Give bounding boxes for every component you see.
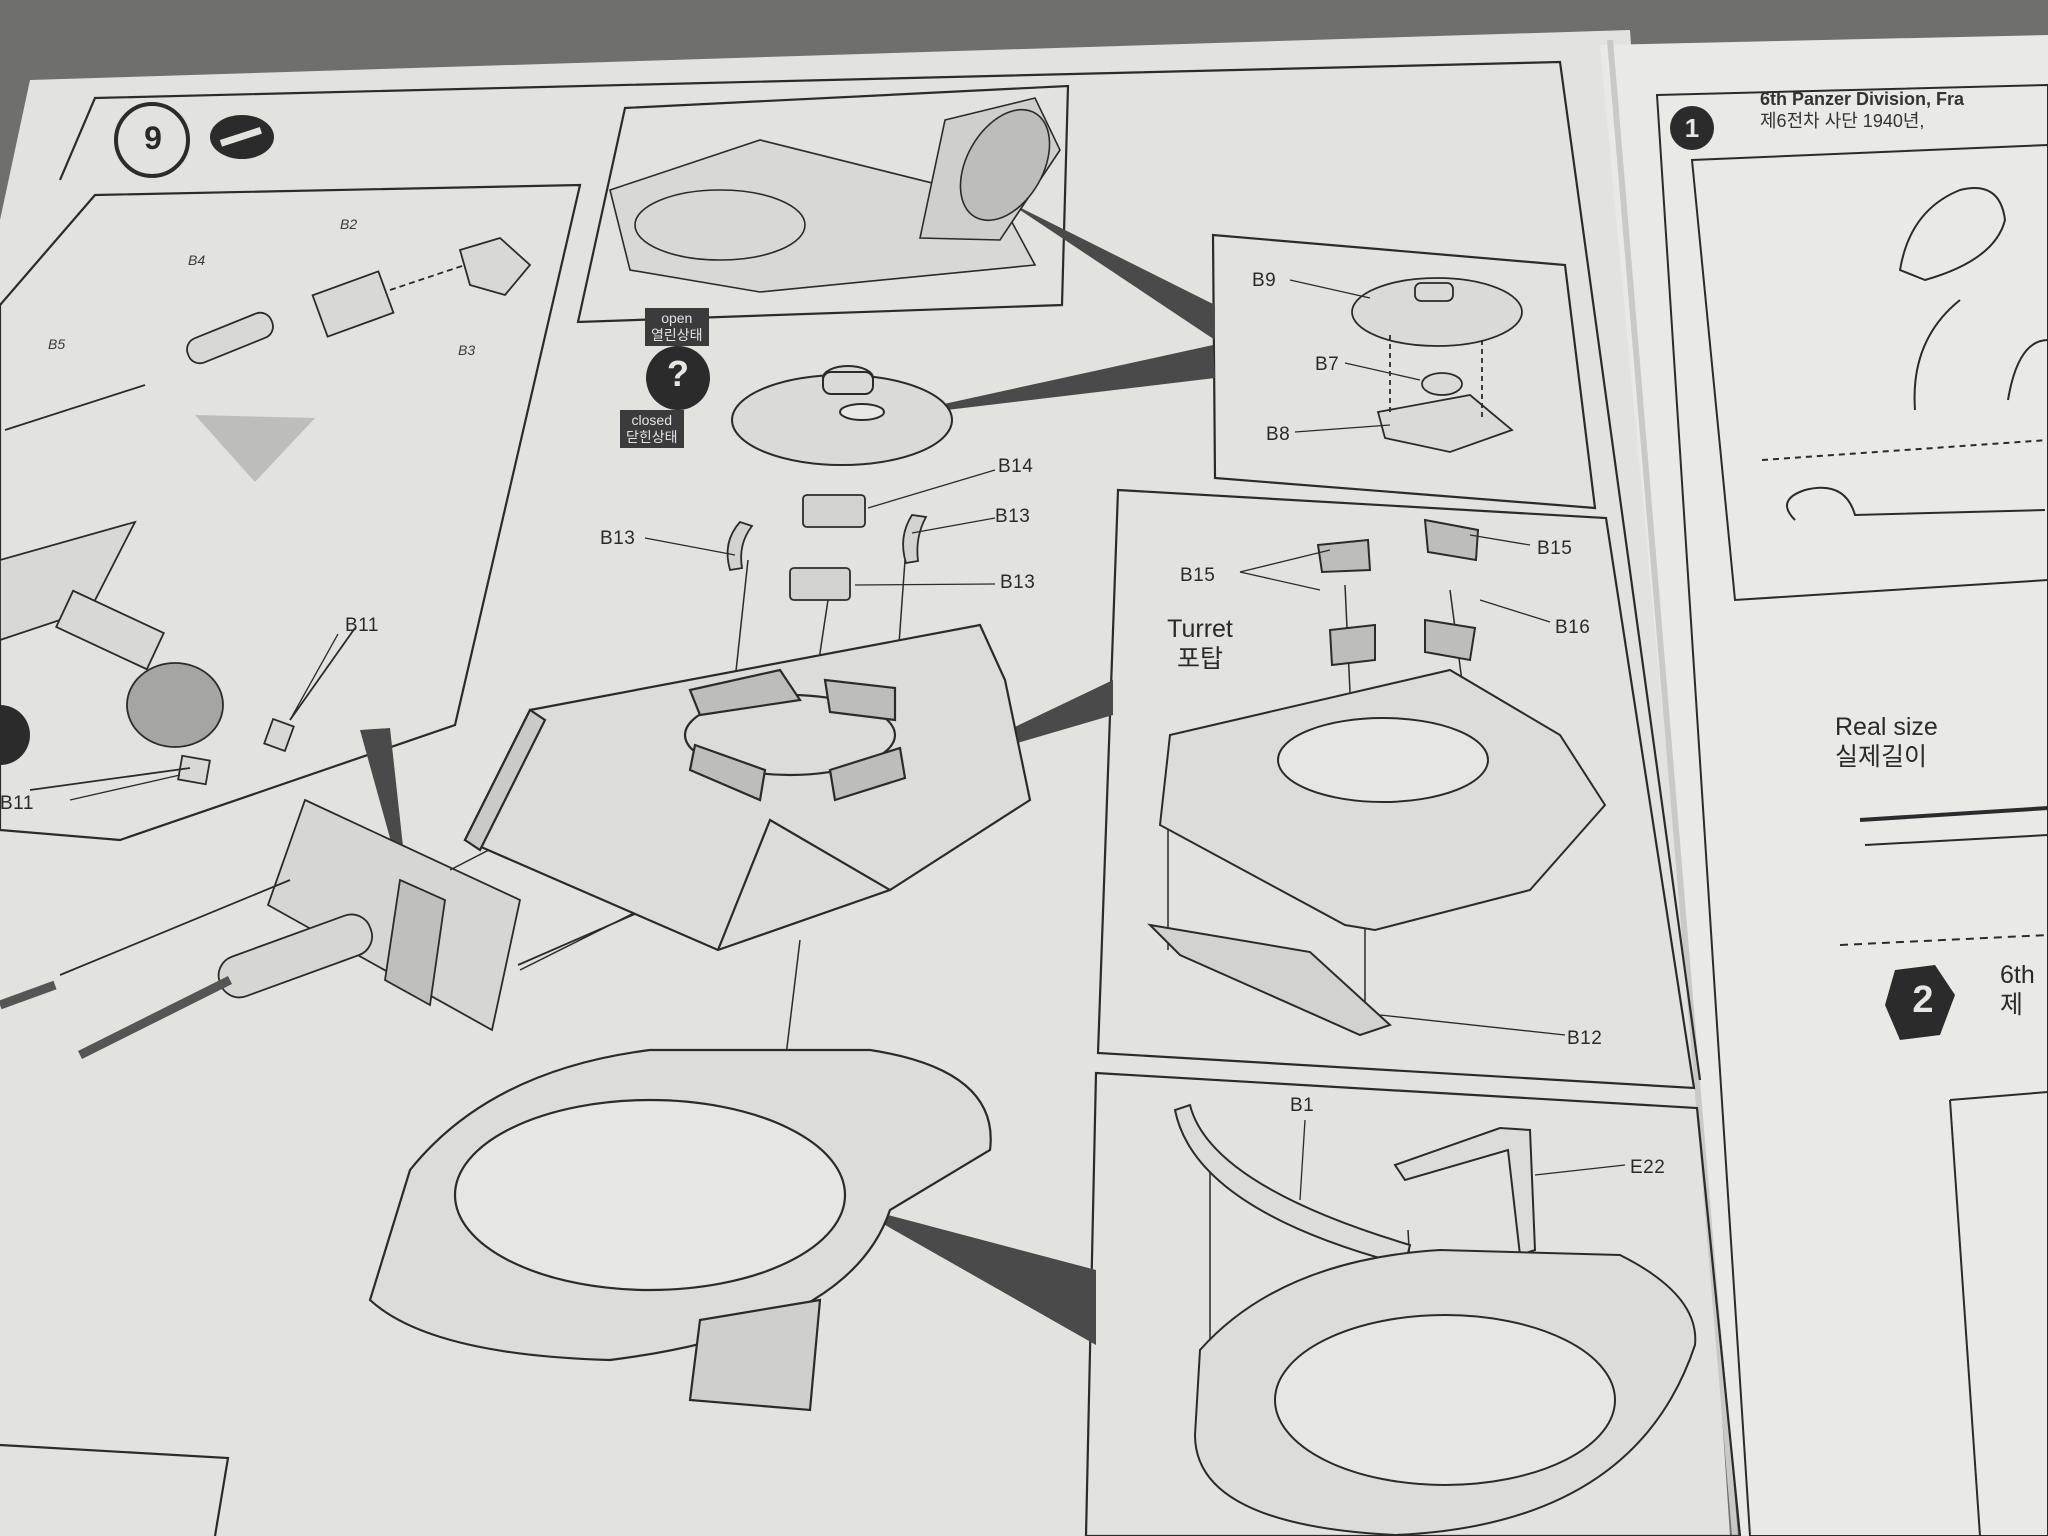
- label-b4: B4: [188, 252, 206, 268]
- hatch-open-ko: 열린상태: [651, 327, 703, 343]
- label-b13-left: B13: [600, 528, 636, 549]
- label-b1: B1: [1290, 1095, 1315, 1116]
- label-e22: E22: [1630, 1157, 1666, 1178]
- scheme1-badge: [1670, 106, 1714, 150]
- hatch-closed-en: closed: [631, 412, 672, 428]
- hatch-open-tag: open 열린상태: [645, 308, 709, 346]
- label-b11-upper: B11: [345, 615, 379, 636]
- label-b9: B9: [1252, 270, 1277, 291]
- turret-body-drawing: [463, 623, 1032, 952]
- label-b3: B3: [458, 342, 476, 358]
- help-icon: [646, 346, 710, 410]
- open-hatch-drawing: [609, 97, 1061, 293]
- scheme1-number: 1: [1684, 113, 1700, 143]
- scheme1-title-en: 6th Panzer Division, Fra: [1760, 89, 1965, 109]
- bottom-left-box: [0, 1443, 230, 1536]
- label-b12: B12: [1567, 1028, 1603, 1049]
- scheme1-title-ko: 제6전차 사단 1940년,: [1760, 111, 1925, 131]
- label-b2: B2: [340, 216, 358, 232]
- label-b7: B7: [1315, 354, 1340, 375]
- right-page-drawings: [1655, 83, 2048, 1536]
- scheme2-badge: [1885, 965, 1955, 1040]
- hatch-detail-panel: [1211, 233, 1597, 510]
- hatch-closed-ko: 닫힌상태: [626, 429, 678, 445]
- help-symbol: ?: [667, 353, 689, 394]
- step-number-circle: [114, 102, 190, 178]
- turret-label: Turret 포탑: [1150, 614, 1250, 674]
- label-b15-left: B15: [1180, 565, 1216, 586]
- ring-inset-panel: [1084, 1071, 1742, 1536]
- scheme2-title-ko: 제: [2000, 991, 2024, 1019]
- turret-ring-drawing: [368, 1048, 992, 1412]
- step-marker-icon: [0, 705, 30, 765]
- ring-inset-drawing: [1173, 1103, 1697, 1536]
- label-b14: B14: [998, 456, 1034, 477]
- gun-subpanel: [0, 183, 582, 842]
- scheme2-number: 2: [1912, 979, 1934, 1021]
- turret-inset-drawing: [1147, 518, 1607, 1037]
- step-frame: [58, 60, 1702, 1081]
- closed-hatch-drawing: [731, 365, 953, 466]
- vision-ports-drawing: [726, 494, 928, 601]
- mantlet-gun-drawing: [0, 798, 691, 1060]
- turret-label-en: Turret: [1167, 615, 1233, 643]
- hatch-open-en: open: [661, 310, 693, 326]
- label-b5: B5: [48, 336, 66, 352]
- scheme2-title: 6th 제: [2000, 960, 2048, 1020]
- hatch-detail-drawing: [1351, 277, 1523, 453]
- scheme2-title-en: 6th: [2000, 961, 2035, 989]
- real-size-ko: 실제길이: [1835, 743, 1928, 771]
- label-b15-right: B15: [1537, 538, 1573, 559]
- turret-inset-panel: [1096, 488, 1696, 1090]
- label-b16: B16: [1555, 617, 1591, 638]
- turret-label-ko: 포탑: [1176, 645, 1223, 673]
- label-b13-right: B13: [995, 506, 1031, 527]
- right-page: [1600, 35, 2048, 1536]
- real-size-en: Real size: [1835, 713, 1938, 741]
- leader-lines: [69, 279, 1626, 1201]
- label-b13-lower: B13: [1000, 572, 1036, 593]
- gun-parts-drawing: [0, 236, 532, 791]
- hatch-closed-tag: closed 닫힌상태: [620, 410, 684, 448]
- hatch-open-inset: [576, 84, 1070, 324]
- step-number: 9: [144, 120, 162, 156]
- label-b11-lower: B11: [0, 793, 34, 814]
- real-size-label: Real size 실제길이: [1835, 712, 1995, 772]
- label-b8: B8: [1266, 424, 1291, 445]
